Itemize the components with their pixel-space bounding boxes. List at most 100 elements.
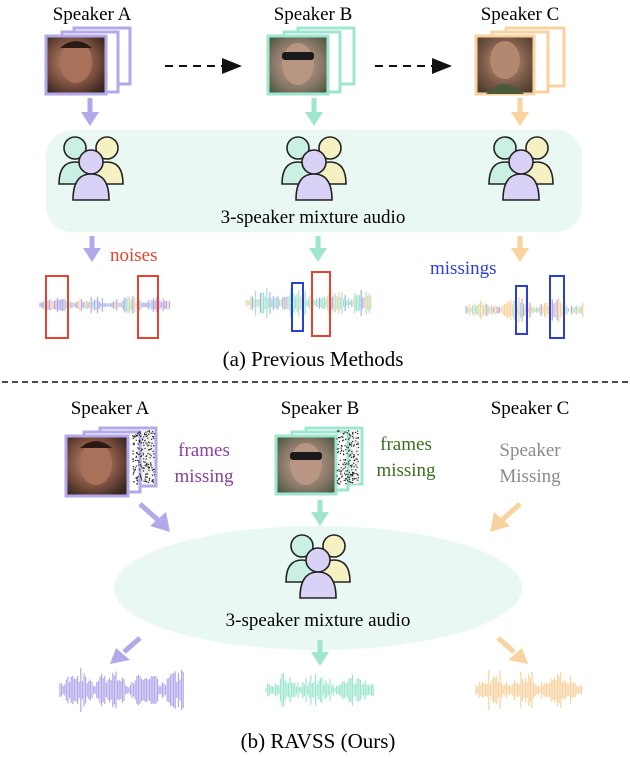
noise-frame-b-speck bbox=[354, 431, 357, 434]
noise-frame-b-speck bbox=[349, 434, 351, 436]
noise-frame-b-speck bbox=[345, 449, 347, 451]
noise-frame-b-speck bbox=[357, 442, 359, 444]
noise-frame-b-speck bbox=[336, 438, 338, 440]
noise-frame-b-speck bbox=[353, 459, 355, 461]
noise-frame-a-speck bbox=[148, 467, 150, 469]
noise-frame-b-speck bbox=[341, 440, 344, 442]
noise-frame-a-speck bbox=[147, 453, 149, 455]
noise-frame-b-speck bbox=[348, 460, 350, 463]
output-arrow-a-top bbox=[83, 236, 101, 262]
noise-frame-b-speck bbox=[351, 471, 354, 474]
noise-frame-b-speck bbox=[357, 479, 359, 481]
noise-frame-b-speck bbox=[343, 462, 345, 464]
noise-frame-b-speck bbox=[348, 476, 351, 478]
waveform-c-bottom bbox=[475, 670, 583, 710]
speaker-b-frames-bottom bbox=[274, 426, 364, 496]
noise-frame-b-speck bbox=[344, 431, 346, 433]
noise-frame-a-speck bbox=[149, 453, 151, 455]
noise-frame-b-speck bbox=[338, 463, 340, 466]
noise-frame-b-speck bbox=[337, 451, 340, 453]
noise-frame-a-speck bbox=[146, 462, 148, 464]
speakers-group-icon-b bbox=[281, 136, 347, 201]
speaker-b-label-bottom: Speaker B bbox=[281, 398, 360, 419]
noise-frame-b-speck bbox=[340, 444, 343, 447]
noise-frame-a-speck bbox=[151, 474, 154, 476]
noise-frame-b-speck bbox=[341, 449, 343, 451]
noise-frame-b-speck bbox=[339, 437, 341, 439]
noise-frame-a-speck bbox=[146, 476, 148, 478]
noise-frame-a-speck bbox=[132, 458, 134, 461]
waveform-b-bottom bbox=[265, 673, 374, 707]
noise-frame-b-speck bbox=[344, 474, 346, 476]
frames-missing-b-line2: missing bbox=[376, 460, 436, 481]
noise-frame-b-speck bbox=[341, 475, 344, 477]
noise-frame-a-speck bbox=[132, 465, 134, 468]
noise-frame-b-speck bbox=[357, 461, 359, 463]
noise-frame-a-speck bbox=[138, 460, 140, 462]
noise-frame-b-speck bbox=[355, 440, 357, 442]
noise-frame-b-speck bbox=[337, 483, 340, 485]
noise-frame-a-speck bbox=[145, 431, 147, 433]
noise-box-a-right bbox=[137, 275, 159, 339]
noise-frame-b-speck bbox=[349, 459, 351, 462]
noise-frame-b-speck bbox=[339, 483, 341, 485]
noise-frame-a-speck bbox=[148, 463, 150, 465]
noise-frame-a-speck bbox=[132, 437, 134, 440]
noise-frame-b-speck bbox=[350, 474, 353, 476]
noise-frame-a-speck bbox=[153, 453, 155, 455]
noise-frame-b-speck bbox=[346, 478, 348, 480]
speakers-group-icon-a bbox=[58, 136, 124, 201]
noise-frame-a-speck bbox=[142, 438, 144, 440]
noise-frame-a-speck bbox=[150, 448, 153, 450]
noise-frame-b-speck bbox=[344, 479, 346, 481]
frames-missing-a-line2: missing bbox=[174, 466, 234, 487]
noise-frame-a-speck bbox=[133, 443, 135, 446]
noise-frame-a-speck bbox=[152, 436, 155, 438]
noise-frame-b-speck bbox=[352, 440, 354, 443]
noise-frame-b-speck bbox=[345, 473, 347, 475]
noise-frame-a-speck bbox=[136, 482, 138, 485]
noise-frame-b-speck bbox=[342, 453, 345, 455]
noise-frame-a-speck bbox=[148, 449, 150, 451]
noise-frame-b-speck bbox=[349, 481, 352, 483]
noise-frame-a-speck bbox=[140, 435, 142, 438]
noise-frame-a-speck bbox=[132, 450, 134, 452]
noise-frame-b-speck bbox=[348, 433, 350, 435]
noise-frame-b-speck bbox=[338, 470, 340, 472]
noise-frame-b-speck bbox=[350, 475, 352, 477]
speaker-a-frames-bottom bbox=[64, 426, 158, 498]
noise-frame-b-speck bbox=[343, 464, 345, 466]
noise-frame-a-speck bbox=[150, 432, 152, 434]
noise-frame-a-speck bbox=[150, 463, 152, 465]
noise-frame-a-speck bbox=[142, 454, 144, 456]
noise-frame-a-speck bbox=[146, 455, 148, 457]
noise-frame-b-speck bbox=[344, 459, 347, 461]
noise-frame-b-speck bbox=[351, 474, 354, 476]
down-arrow-b-top bbox=[305, 98, 323, 126]
speaker-missing-line1: Speaker bbox=[499, 440, 561, 461]
noise-frame-a-speck bbox=[149, 477, 151, 480]
noise-frame-a-speck bbox=[139, 475, 142, 477]
noise-frame-b-speck bbox=[352, 456, 355, 458]
noise-frame-a-speck bbox=[148, 430, 150, 432]
noise-frame-a-speck bbox=[133, 436, 135, 438]
noise-frame-b-speck bbox=[353, 444, 355, 446]
noise-frame-a-speck bbox=[148, 479, 150, 481]
noise-frame-a-speck bbox=[145, 435, 147, 438]
noise-frame-a-speck bbox=[153, 456, 155, 459]
noise-frame-b-speck bbox=[347, 476, 349, 478]
noise-frame-a-speck bbox=[151, 469, 153, 471]
noise-frame-a-speck bbox=[137, 443, 139, 445]
noise-frame-b-speck bbox=[340, 473, 342, 475]
noise-frame-b-speck bbox=[348, 450, 350, 452]
input-arrow-a-bottom bbox=[138, 502, 170, 532]
noise-frame-b-speck bbox=[345, 470, 347, 472]
noise-frame-b-speck bbox=[348, 471, 351, 473]
noise-frame-b-speck bbox=[336, 482, 339, 484]
noise-frame-b-speck bbox=[352, 437, 354, 439]
noise-frame-b-speck bbox=[355, 473, 357, 475]
noise-frame-b-speck bbox=[353, 455, 355, 457]
noise-frame-a-speck bbox=[136, 478, 138, 480]
noise-frame-b-speck bbox=[346, 470, 349, 472]
noise-frame-b-speck bbox=[347, 473, 349, 476]
